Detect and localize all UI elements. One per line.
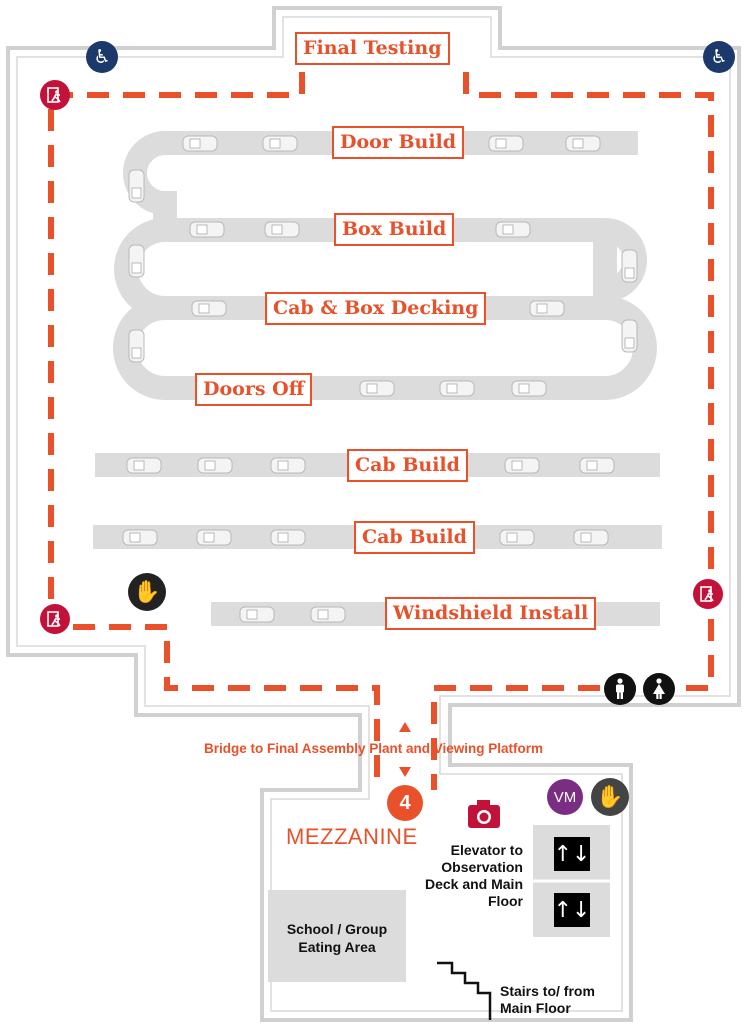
stairs-label: Stairs to/ from Main Floor: [500, 983, 595, 1016]
elevator-arrows-icon: ↑↓: [554, 837, 590, 871]
vending-machine-icon: VM: [547, 779, 583, 815]
stop-number-badge: 4: [387, 785, 423, 821]
school-eating-area-label: School / Group Eating Area: [286, 921, 388, 955]
men-restroom-icon: [604, 673, 636, 705]
photo-spot-icon: [468, 800, 500, 828]
elevator-arrows-icon: ↑↓: [554, 893, 590, 927]
hand-sanitizer-icon: ✋: [591, 778, 629, 816]
emergency-exit-icon: [40, 604, 70, 634]
station-windshield-install: Windshield Install: [385, 597, 597, 630]
station-cab-box-decking: Cab & Box Decking: [265, 292, 487, 325]
emergency-exit-icon: [693, 579, 723, 609]
station-cab-build-2: Cab Build: [354, 521, 475, 554]
wheelchair-icon: ♿: [86, 41, 118, 73]
emergency-exit-icon: [40, 80, 70, 110]
stairs-icon: [437, 961, 492, 1020]
station-cab-build-1: Cab Build: [347, 449, 468, 482]
elevator-label: Elevator to Observation Deck and Main Fl…: [424, 842, 523, 909]
station-final-testing: Final Testing: [295, 32, 450, 65]
women-restroom-icon: [643, 673, 675, 705]
station-door-build: Door Build: [332, 126, 465, 159]
bridge-label: Bridge to Final Assembly Plant and Viewi…: [203, 741, 544, 756]
mezzanine-title: MEZZANINE: [286, 824, 418, 849]
station-box-build: Box Build: [334, 213, 455, 246]
visitor-route: [48, 72, 714, 790]
station-doors-off: Doors Off: [195, 373, 313, 406]
wheelchair-icon: ♿: [703, 41, 735, 73]
school-eating-area-box: [268, 890, 406, 982]
hand-sanitizer-icon: ✋: [128, 573, 166, 611]
bridge-arrow-up: [399, 722, 411, 732]
bridge-arrow-down: [399, 767, 411, 777]
